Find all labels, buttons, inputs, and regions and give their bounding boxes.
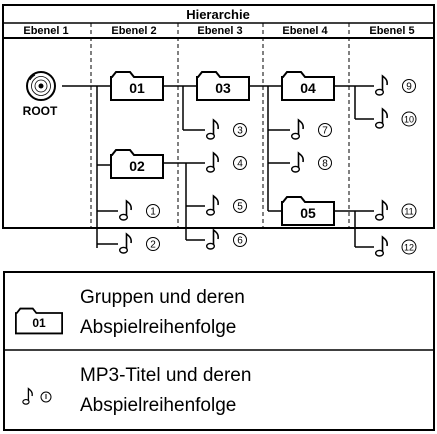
folder-01: 01 [110,71,164,101]
folder-03: 03 [196,71,250,101]
level-separators [90,23,350,228]
legend-folder-entry: 01 Gruppen und deren Abspielreihenfolge [15,287,245,338]
legend-folder-line-2: Abspielreihenfolge [80,317,236,338]
track-number: 10 [404,115,414,125]
track-6: 6 [206,229,247,250]
tree-connectors [62,85,374,248]
level-label-5: Ebenel 5 [369,25,414,37]
track-number: 5 [237,202,243,213]
music-note-icon [375,200,388,221]
music-note-icon [375,236,388,257]
music-note-icon [375,75,388,96]
track-4: 4 [206,152,247,173]
legend-frame [3,271,435,431]
music-note-icon [206,119,219,140]
legend-track-entry: MP3-Titel und deren Abspielreihenfolge [22,365,251,416]
track-8: 8 [291,152,332,173]
folder-number: 05 [300,205,316,221]
music-note-icon [291,152,304,173]
track-11: 11 [375,200,417,221]
level-label-3: Ebenel 3 [197,25,242,37]
folder-number: 03 [215,80,231,96]
track-9: 9 [375,75,416,96]
track-number: 12 [404,243,414,253]
track-number: 6 [237,236,243,247]
track-number: 2 [150,240,156,251]
track-12: 12 [375,236,417,257]
diagram-frame [2,4,435,229]
diagram-title: Hierarchie [186,7,250,22]
track-5: 5 [206,195,247,216]
track-number: 8 [322,159,328,170]
folder-number: 02 [129,158,145,174]
music-note-icon [206,195,219,216]
legend-track-line-2: Abspielreihenfolge [80,395,236,416]
music-note-icon [375,108,388,129]
track-number: 7 [322,126,328,137]
music-note-icon [22,387,33,405]
music-note-icon [119,233,132,254]
track-7: 7 [291,119,332,140]
track-number: 11 [404,207,413,217]
legend-folder-line-1: Gruppen und deren [80,287,245,308]
level-label-1: Ebenel 1 [23,25,68,37]
legend-folder-number: 01 [32,316,46,330]
track-number: 3 [237,126,243,137]
track-number: 9 [406,82,412,93]
track-10: 10 [375,108,417,129]
track-3: 3 [206,119,247,140]
music-note-icon [206,229,219,250]
level-label-2: Ebenel 2 [111,25,156,37]
folder-05: 05 [281,196,335,226]
track-2: 2 [119,233,160,254]
music-note-icon [291,119,304,140]
legend-track-line-1: MP3-Titel und deren [80,365,251,386]
folder-02: 02 [110,149,164,179]
root-cd-icon [26,71,56,101]
music-note-icon [206,152,219,173]
track-number: 1 [150,207,156,218]
track-1: 1 [119,200,160,221]
music-note-icon [119,200,132,221]
root-label: ROOT [23,104,58,118]
folder-number: 04 [300,80,316,96]
folder-04: 04 [281,71,335,101]
legend: 01 Gruppen und deren Abspielreihenfolge … [3,271,435,431]
level-label-4: Ebenel 4 [282,25,328,37]
track-number: 4 [237,159,243,170]
folder-number: 01 [129,80,145,96]
